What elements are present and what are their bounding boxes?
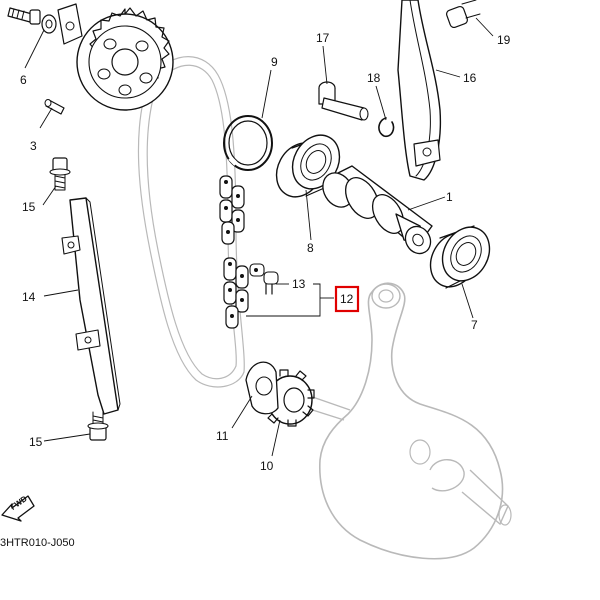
- tensioner-guide: [397, 0, 442, 181]
- callout-highlight-box: [334, 285, 360, 313]
- timing-chain-outline: [137, 56, 245, 388]
- crankshaft: [299, 282, 512, 560]
- timing-chain-outline-inner: [146, 64, 237, 380]
- sprocket-bolt: [7, 3, 83, 45]
- callout-3: 3: [30, 139, 37, 153]
- leader-lines: [24, 17, 494, 457]
- callout-10: 10: [260, 459, 274, 473]
- callout-12: 12: [340, 292, 354, 306]
- callout-17: 17: [316, 31, 330, 45]
- guide-bolt-upper: [49, 157, 71, 191]
- callout-1: 1: [446, 190, 453, 204]
- crank-sprocket: [261, 369, 315, 427]
- callout-9: 9: [271, 55, 278, 69]
- callout-13: 13: [292, 277, 306, 291]
- diagram-code: 3HTR010-J050: [0, 537, 75, 549]
- callout-8: 8: [307, 241, 314, 255]
- callout-15-lower: 15: [29, 435, 43, 449]
- camshaft: [322, 165, 433, 255]
- chain-segment-upper: [219, 175, 245, 245]
- callout-11: 11: [216, 429, 229, 443]
- fwd-arrow-icon: FWD: [1, 494, 35, 522]
- callout-18: 18: [367, 71, 381, 85]
- guide-bolt-lower: [87, 411, 109, 441]
- callout-19: 19: [497, 33, 511, 47]
- chain-segment-lower: [223, 257, 249, 329]
- callout-6: 6: [20, 73, 27, 87]
- bearing-right: [429, 225, 491, 289]
- tensioner-bolt: [445, 0, 481, 29]
- decompression-shaft: [318, 81, 369, 121]
- sprocket-plate: [245, 361, 279, 415]
- cam-sprocket: [76, 7, 174, 111]
- small-circlip: [378, 117, 395, 138]
- circlip: [223, 115, 273, 171]
- callout-16: 16: [463, 71, 477, 85]
- master-link: [249, 263, 279, 295]
- callout-14: 14: [22, 290, 36, 304]
- callout-7: 7: [471, 318, 478, 332]
- chain-guide: [61, 197, 121, 415]
- callout-15-upper: 15: [22, 200, 36, 214]
- dowel-pin: [44, 99, 65, 115]
